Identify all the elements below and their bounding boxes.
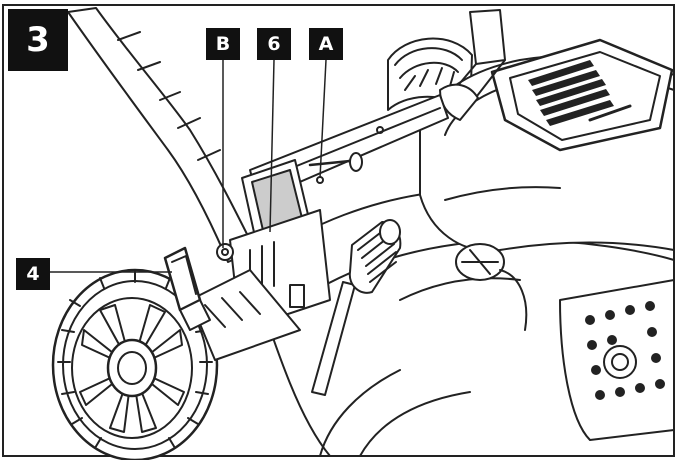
leader-lines	[50, 59, 327, 273]
air-filter	[559, 279, 675, 441]
callout-label-b: B	[206, 28, 240, 60]
wheel-arm	[189, 269, 301, 361]
grille-slots	[528, 60, 614, 126]
step-number-badge: 3	[8, 9, 68, 71]
engine-cover	[490, 38, 674, 152]
leader-6	[269, 59, 275, 233]
callout-label-a: A	[309, 28, 343, 60]
adjust-lever	[311, 219, 402, 396]
callout-label-6: 6	[257, 28, 291, 60]
callout-label-4: 4	[16, 258, 50, 290]
fuel-cap	[455, 243, 528, 331]
height-lever-4	[163, 246, 211, 331]
bolt-b	[216, 243, 234, 261]
front-wheel	[51, 268, 219, 460]
leader-a	[319, 59, 327, 179]
